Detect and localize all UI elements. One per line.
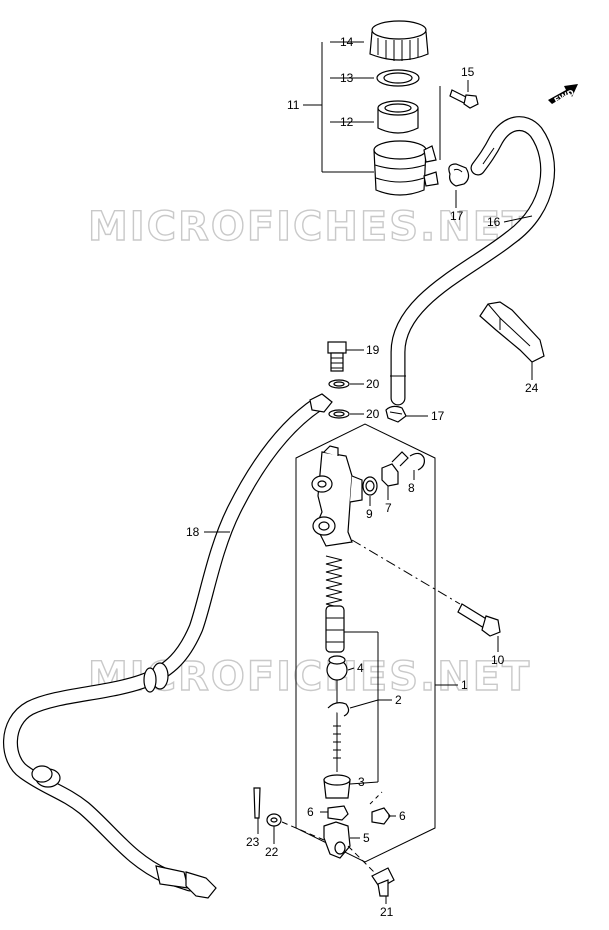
callout-6-right: 6	[399, 809, 406, 823]
o-ring-9[interactable]	[362, 476, 378, 496]
boot-4[interactable]	[326, 655, 348, 681]
reservoir-tank[interactable]	[373, 140, 439, 196]
callout-12: 12	[340, 115, 354, 129]
circlip-8[interactable]	[409, 452, 425, 471]
callout-22: 22	[265, 845, 279, 859]
callout-10: 10	[491, 653, 505, 667]
callout-1: 1	[461, 678, 468, 692]
dust-boot-3[interactable]	[323, 774, 351, 799]
callout-4: 4	[357, 661, 364, 675]
dashed-guide-lines	[281, 539, 461, 873]
callout-18: 18	[186, 525, 200, 539]
callout-8: 8	[408, 481, 415, 495]
nut-6-right[interactable]	[371, 807, 391, 825]
washer-22[interactable]	[266, 813, 282, 827]
callout-23: 23	[246, 835, 260, 849]
mounting-bolt-10[interactable]	[457, 603, 501, 637]
callout-20-upper: 20	[366, 377, 380, 391]
callout-11: 11	[287, 98, 300, 112]
leader-lines	[204, 41, 533, 904]
callout-21: 21	[380, 905, 394, 919]
hose-holder-clamp[interactable]	[479, 301, 545, 363]
diaphragm[interactable]	[377, 100, 419, 134]
brake-hose-fittings	[31, 393, 333, 899]
clevis-joint-5[interactable]	[323, 821, 351, 859]
nut-6-left[interactable]	[327, 805, 349, 821]
reservoir-cap[interactable]	[369, 20, 429, 61]
bolt-15[interactable]	[449, 89, 479, 109]
callout-19: 19	[366, 343, 380, 357]
brake-hose[interactable]	[3, 396, 326, 892]
callout-17-top: 17	[450, 209, 464, 223]
hose-clamp-lower[interactable]	[385, 405, 407, 423]
hose-clamp-top[interactable]	[448, 163, 470, 187]
hose-joint-7[interactable]	[381, 451, 409, 487]
diaphragm-plate[interactable]	[376, 69, 420, 87]
callout-14: 14	[340, 35, 354, 49]
callout-13: 13	[340, 71, 354, 85]
fwd-arrow-icon: FWD	[548, 84, 578, 105]
push-rod-threads	[333, 725, 341, 759]
piston-assembly[interactable]	[325, 605, 345, 653]
callout-9: 9	[366, 507, 373, 521]
union-bolt-19[interactable]	[327, 341, 347, 372]
clevis-pin-21[interactable]	[371, 867, 395, 897]
callout-3: 3	[358, 775, 365, 789]
callout-6-left: 6	[307, 805, 314, 819]
fwd-label: FWD	[553, 88, 576, 106]
callout-5: 5	[363, 831, 370, 845]
master-cylinder-body[interactable]	[311, 445, 363, 547]
callout-15: 15	[461, 65, 475, 79]
callout-17-lower: 17	[431, 409, 445, 423]
callout-20-lower: 20	[366, 407, 380, 421]
callout-16: 16	[487, 215, 501, 229]
callout-7: 7	[385, 501, 392, 515]
callout-numbers: 14 13 11 12 15 17 16 24 19 20 20 17 18 8…	[186, 35, 539, 919]
circlip-2[interactable]	[327, 702, 350, 717]
cotter-pin-23[interactable]	[253, 787, 261, 819]
return-spring[interactable]	[325, 555, 343, 609]
callout-24: 24	[525, 381, 539, 395]
reservoir-hose[interactable]	[390, 116, 555, 406]
callout-2: 2	[395, 693, 402, 707]
watermark-top: MICROFICHES.NET	[88, 204, 531, 250]
